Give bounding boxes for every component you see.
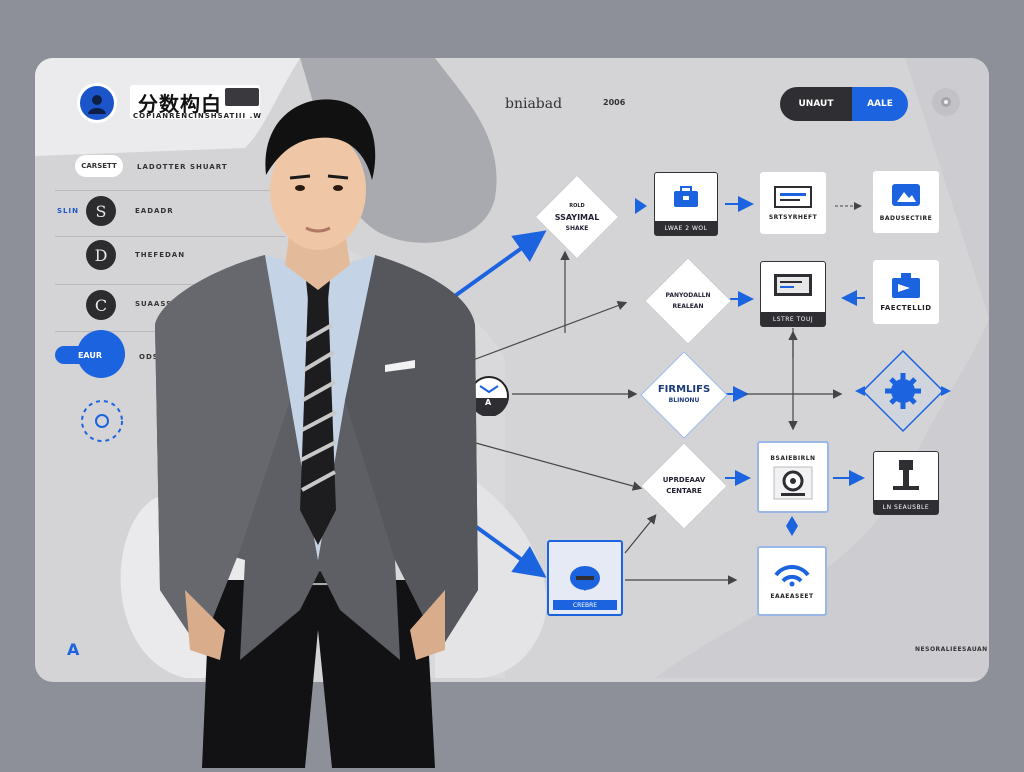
divider [55, 236, 285, 237]
node-label: PANYODALLN [665, 292, 711, 299]
toggle-left-option[interactable]: UNAUT [780, 87, 852, 121]
sidebar-active-label: EAUR [77, 350, 103, 360]
flow-diamond-node[interactable]: FIRMLIFS BLINONU [640, 351, 728, 439]
hub-label: A [485, 398, 492, 407]
toggle-right-option[interactable]: AALE [852, 87, 908, 121]
wifi-icon [774, 564, 810, 586]
flow-diamond-node[interactable]: UPRDEAAV CENTARE [640, 442, 728, 530]
node-label: SSAYIMAL [554, 212, 600, 222]
sidebar-item-label[interactable]: SUAASSED [135, 300, 185, 308]
header-number: 2006 [603, 98, 626, 107]
node-caption: ROLD [569, 202, 585, 209]
flow-box-node[interactable]: LWAE 2 WOL [654, 172, 718, 236]
flow-box-node[interactable]: SRTSYRHEFT [760, 172, 826, 234]
node-label: SHAKE [565, 224, 589, 232]
sidebar-marker: SLIN [57, 207, 79, 215]
flow-diamond-node[interactable]: PANYODALLN REALEAN [644, 257, 732, 345]
gear-icon [855, 349, 951, 433]
node-label: UPRDEAAV [662, 476, 706, 484]
sidebar-item-d-icon[interactable]: D [86, 240, 116, 270]
node-label: EAAEASEET [770, 592, 814, 600]
flow-box-node[interactable]: BADUSECTIRE [873, 171, 939, 233]
settings-icon[interactable] [932, 88, 960, 116]
flow-box-node[interactable]: FAECTELLID [873, 260, 939, 324]
webcam-icon [773, 466, 813, 499]
flow-box-node[interactable]: BSAIEBIRLN [757, 441, 829, 513]
flow-diamond-node[interactable]: ROLD SSAYIMAL SHAKE [534, 174, 620, 260]
brand-subtitle: COPIANRENCINSHSATIII .W [133, 112, 262, 120]
flow-connectors [443, 196, 865, 585]
node-label: LN SEAUSBLE [874, 500, 938, 514]
node-label: REALEAN [672, 303, 704, 310]
gear-diamond-node[interactable] [855, 343, 951, 439]
user-avatar[interactable] [77, 83, 117, 123]
location-pin-icon [570, 566, 600, 591]
sidebar-item-label[interactable]: EADADR [135, 207, 174, 215]
node-label: LSTRE TOUJ [761, 312, 825, 326]
machine-icon [893, 460, 919, 490]
target-icon[interactable] [79, 398, 125, 448]
node-label: BLINONU [668, 397, 700, 404]
user-icon [88, 95, 106, 114]
sidebar-pill-button[interactable]: CARSETT [75, 155, 123, 177]
node-label: CENTARE [666, 487, 702, 495]
briefcase-icon [674, 186, 698, 207]
node-label: LWAE 2 WOL [655, 221, 717, 235]
sidebar-item-c-icon[interactable]: C [86, 290, 116, 320]
monitor-icon [774, 274, 812, 296]
sidebar-item-label[interactable]: ODSY [139, 353, 165, 361]
sidebar-pill-caption: LADOTTER SHUART [137, 163, 228, 171]
view-toggle[interactable]: UNAUT AALE [780, 87, 908, 121]
person-photo [140, 90, 490, 768]
page-title: bniabad [505, 96, 563, 112]
sidebar-item-active[interactable]: EAUR [55, 330, 127, 382]
plugin-icon [892, 273, 920, 298]
flow-box-node[interactable]: LSTRE TOUJ [760, 261, 826, 327]
node-label: SRTSYRHEFT [768, 213, 818, 221]
node-label: FIRMLIFS [657, 384, 711, 395]
flow-box-node[interactable]: CREBRE [547, 540, 623, 616]
logo-mark-icon: A [67, 640, 80, 659]
divider [55, 284, 285, 285]
node-label: BSAIEBIRLN [770, 454, 816, 462]
flow-box-node[interactable]: LN SEAUSBLE [873, 451, 939, 515]
node-label: CREBRE [553, 600, 617, 610]
node-label: FAECTELLID [880, 304, 932, 312]
sidebar-item-s-icon[interactable]: S [86, 196, 116, 226]
document-icon [774, 185, 812, 208]
sidebar-item-label[interactable]: THEFEDAN [135, 251, 186, 259]
footer-text: NESORALIEESAUAN [915, 646, 988, 653]
image-icon [892, 183, 920, 206]
brand-badge [225, 88, 259, 106]
divider [55, 190, 285, 191]
flow-box-node[interactable]: EAAEASEET [757, 546, 827, 616]
node-label: BADUSECTIRE [879, 214, 933, 222]
